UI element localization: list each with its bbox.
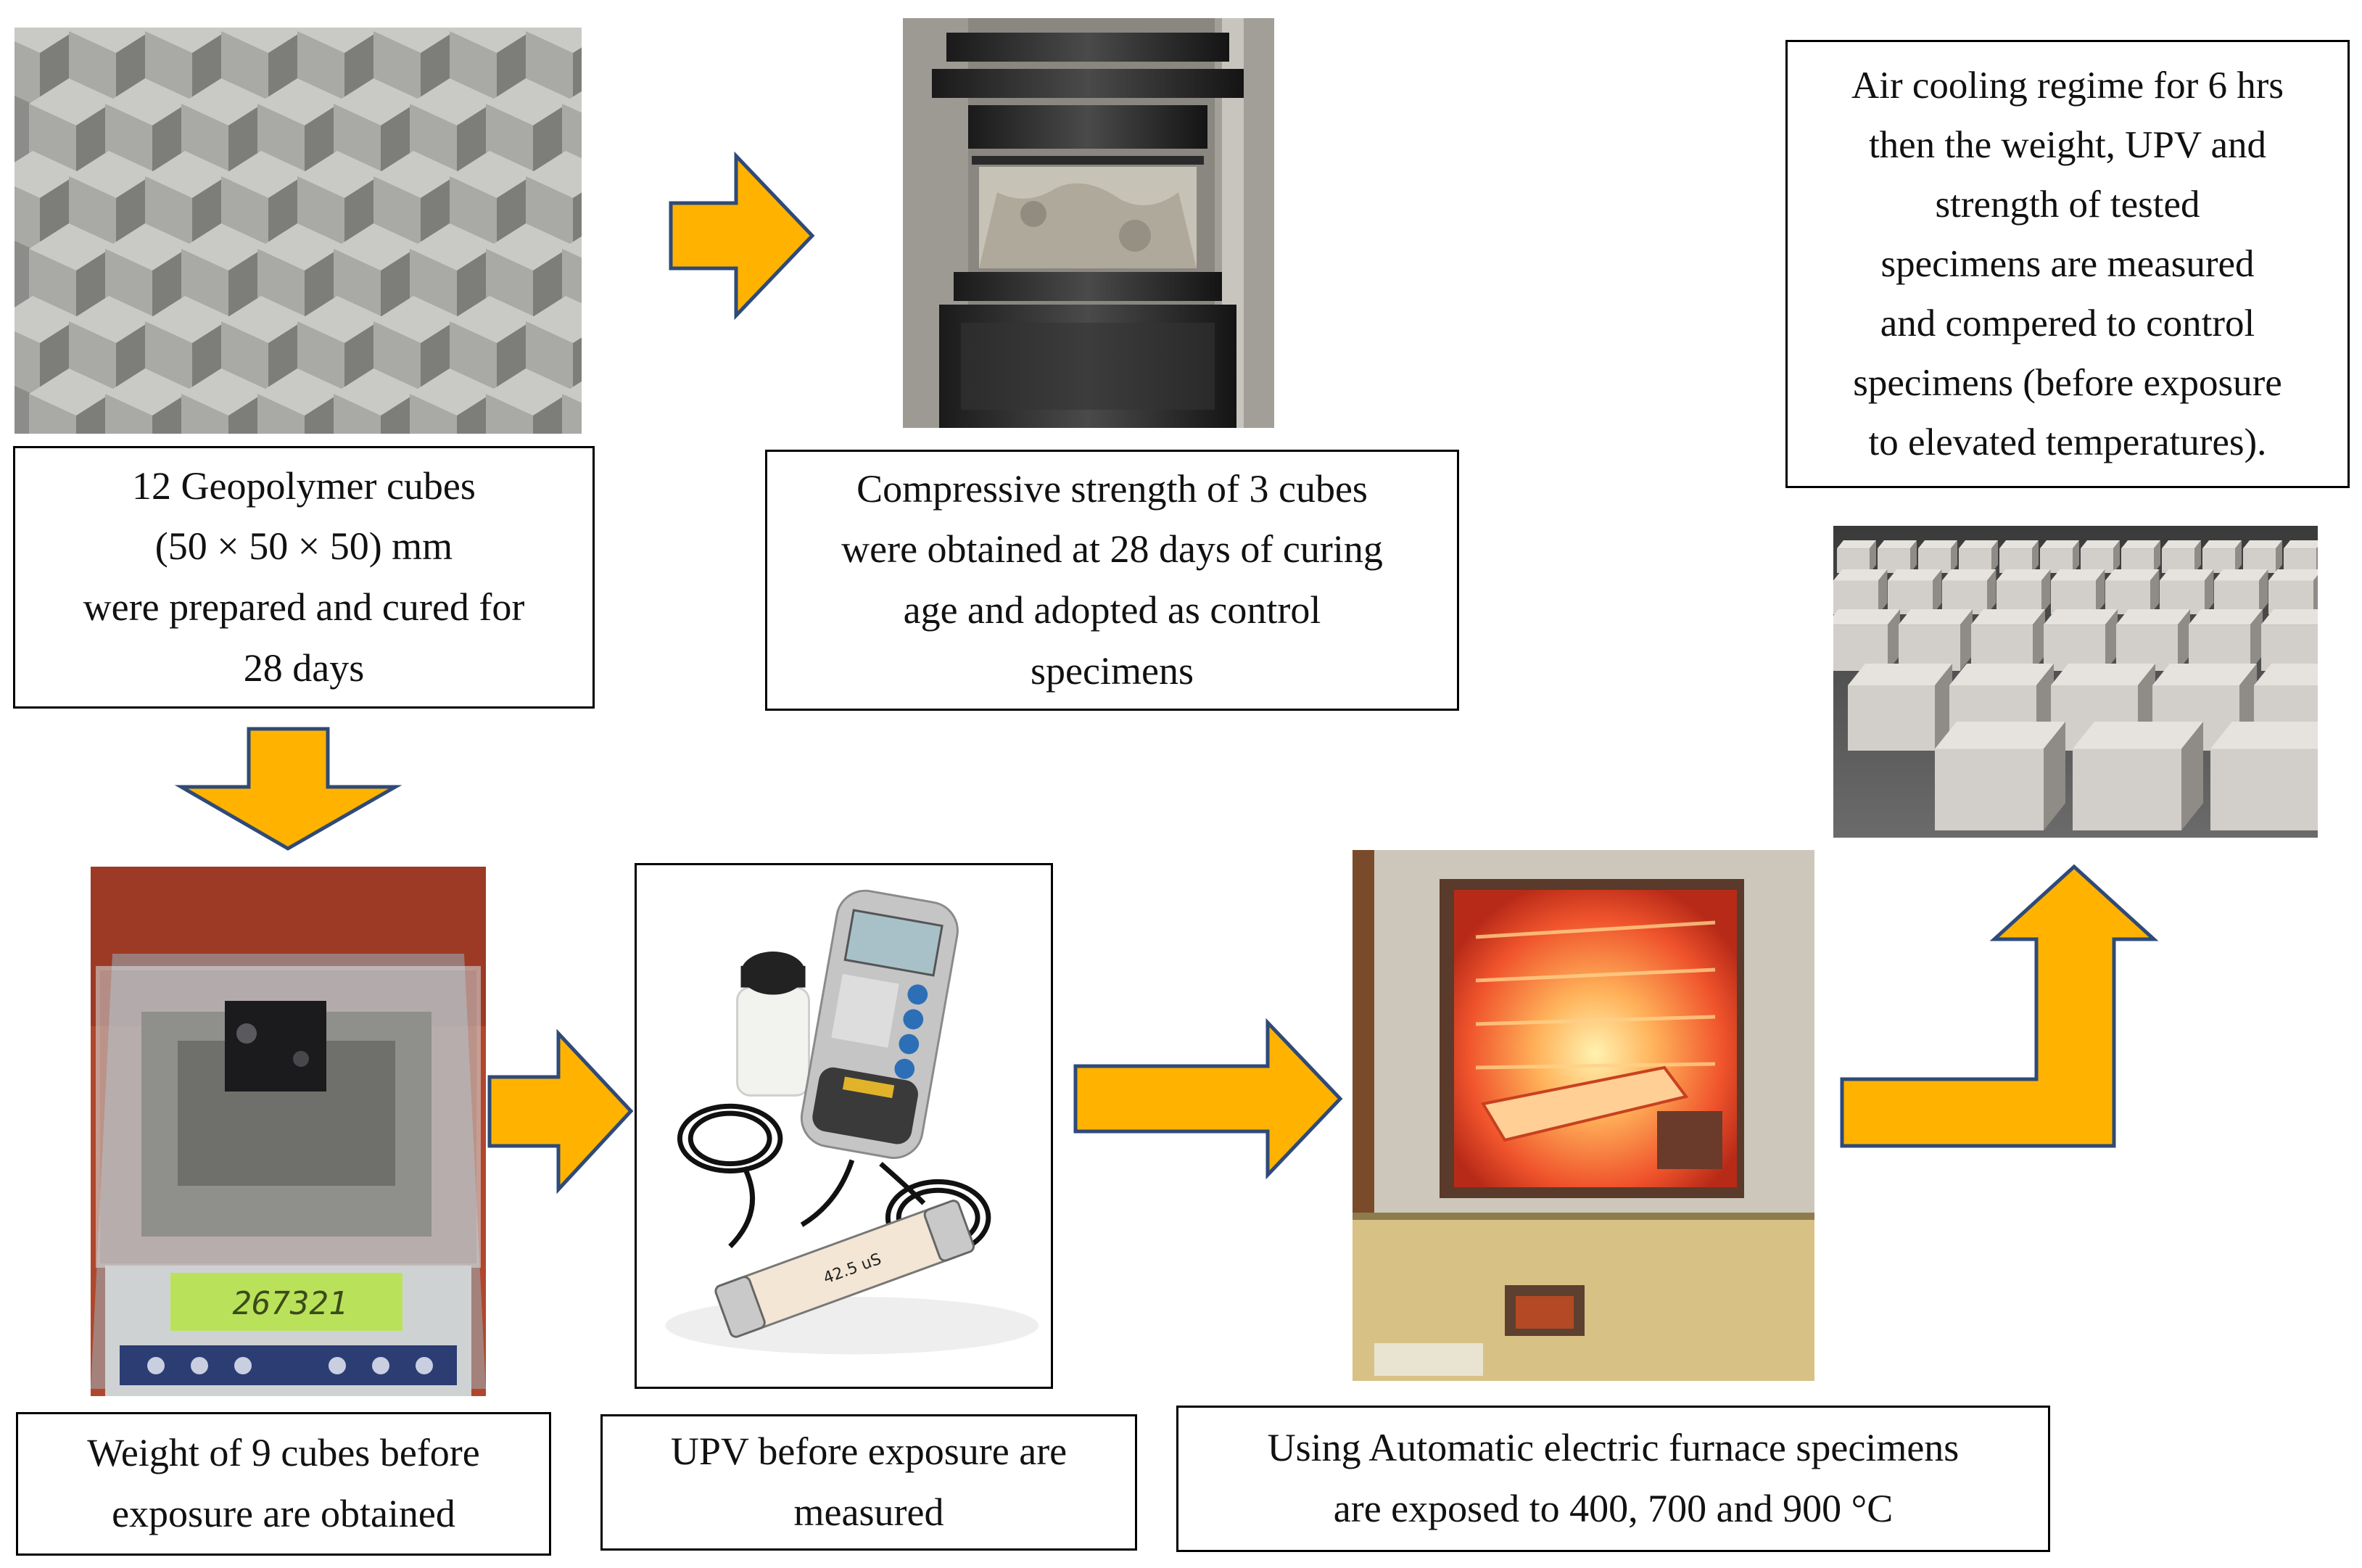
electric-furnace-photo [1353, 850, 1814, 1381]
cubes-after-exposure-photo [1833, 526, 2318, 838]
bent-arrow-up-icon [1840, 864, 2159, 1150]
upv-device-photo: 42.5 uS [635, 863, 1053, 1389]
weighing-scale-photo: 267321 [91, 867, 486, 1396]
step-weight-box: Weight of 9 cubes before exposure are ob… [16, 1412, 551, 1556]
step-upv-box: UPV before exposure are measured [600, 1414, 1137, 1551]
step-compressive-strength-box: Compressive strength of 3 cubes were obt… [765, 450, 1459, 711]
geopolymer-cubes-photo [15, 28, 582, 434]
block-arrow-down-icon [174, 727, 402, 851]
step-furnace-box: Using Automatic electric furnace specime… [1176, 1406, 2050, 1552]
block-arrow-right-icon [669, 151, 815, 321]
block-arrow-right-icon [487, 1028, 634, 1194]
compression-machine-photo [903, 18, 1274, 428]
block-arrow-right-icon [1073, 1018, 1343, 1180]
step-prepare-cubes-box: 12 Geopolymer cubes (50 × 50 × 50) mm we… [13, 446, 595, 709]
step-air-cooling-box: Air cooling regime for 6 hrs then the we… [1785, 40, 2350, 488]
scale-display-readout: 267321 [233, 1285, 348, 1322]
